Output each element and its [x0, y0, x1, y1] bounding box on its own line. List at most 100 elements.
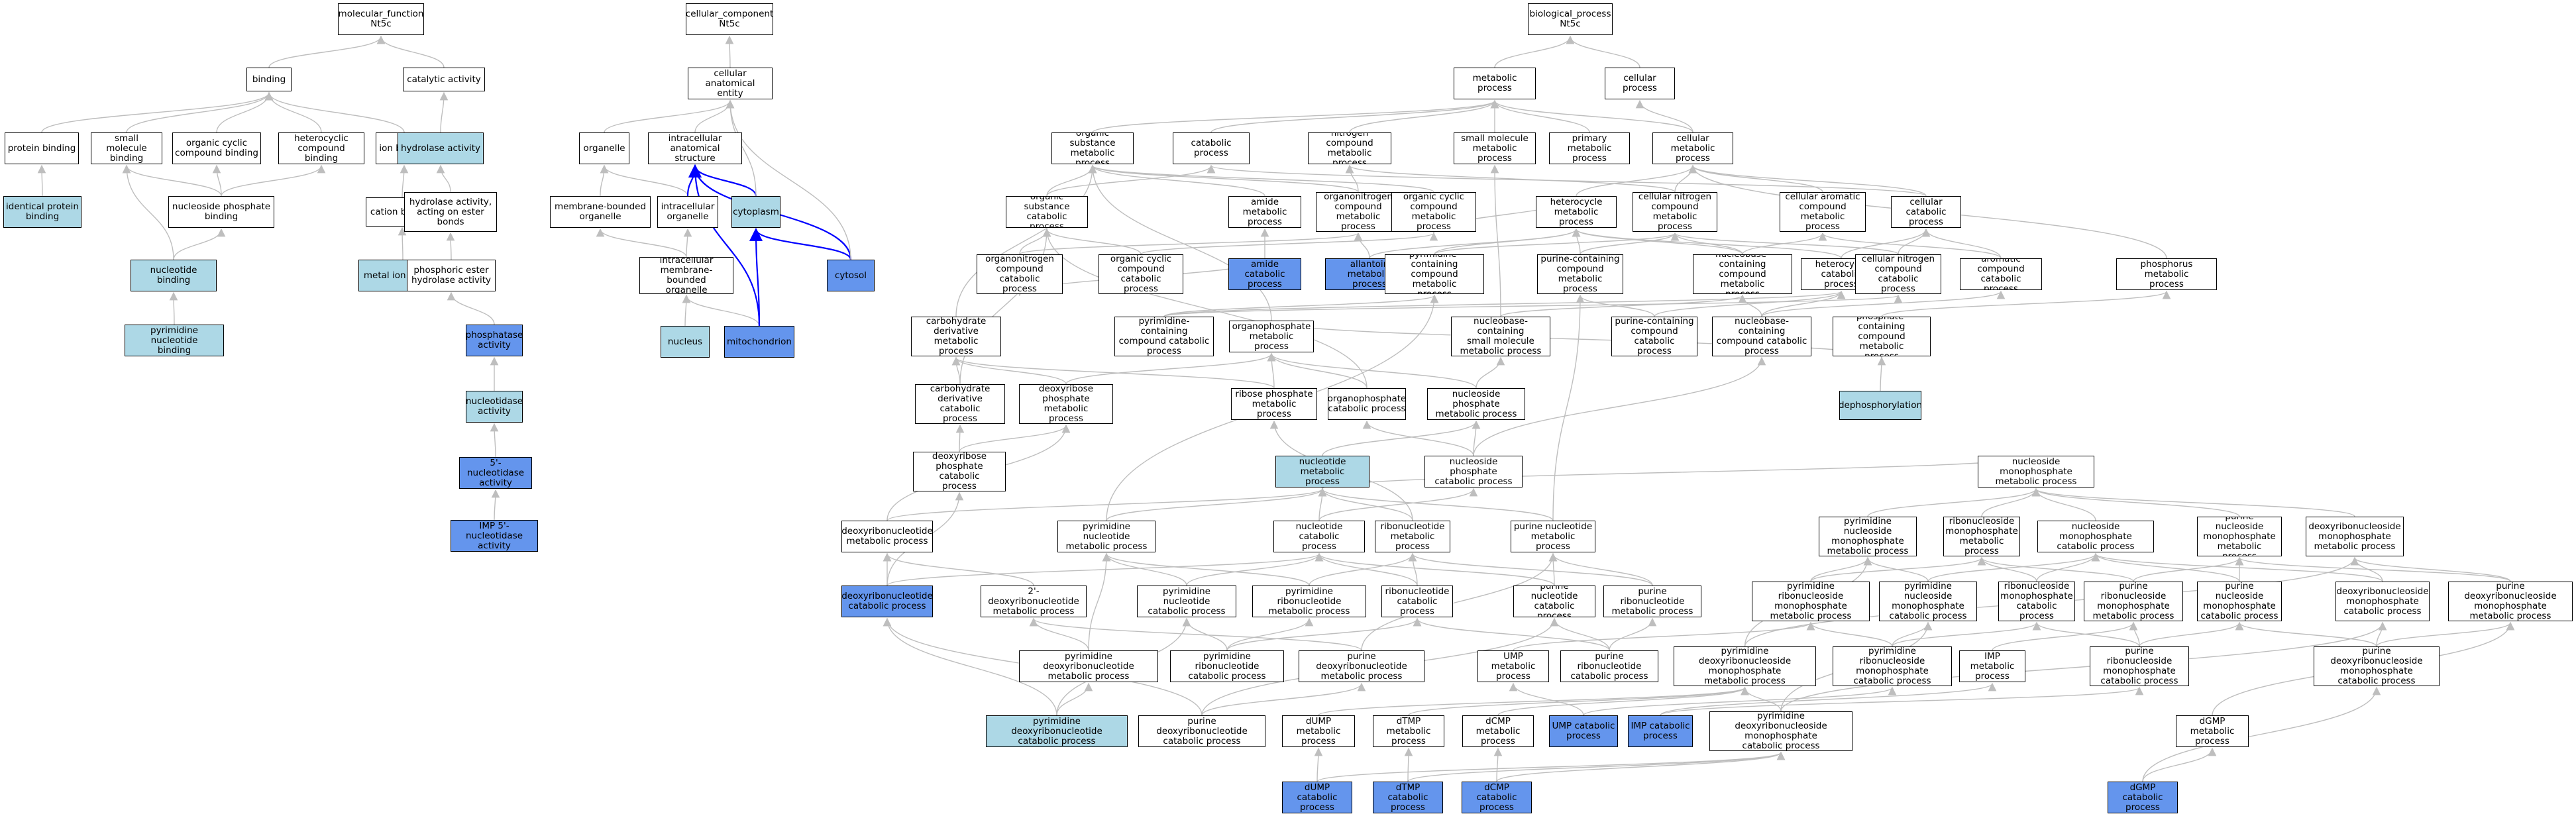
go-term-node-nucbase-cont-met[interactable]: nucleobase-containing compound metabolic… [1693, 254, 1792, 294]
go-term-node-nucbase-small-met[interactable]: nucleobase-containing small molecule met… [1451, 317, 1550, 356]
go-term-node-org-cyclic-met[interactable]: organic cyclic compound metabolic proces… [1391, 192, 1476, 232]
go-term-node-organophos-met[interactable]: organophosphate metabolic process [1229, 321, 1314, 352]
go-term-node-hetero-met[interactable]: heterocycle metabolic process [1536, 196, 1617, 228]
go-term-node-nucleotidase[interactable]: nucleotidase activity [466, 391, 523, 423]
go-term-node-nucbase-cont-cat[interactable]: nucleobase-containing compound catabolic… [1712, 317, 1811, 356]
go-term-node-nucleotide-cat[interactable]: nucleotide catabolic process [1273, 521, 1365, 552]
go-term-node-org-cyclic-cat[interactable]: organic cyclic compound catabolic proces… [1099, 254, 1183, 294]
go-term-node-pyr-deoxyribonucleoside-mono-met[interactable]: pyrimidine deoxyribonucleoside monophosp… [1674, 646, 1816, 686]
go-term-node-pur-ribonucleotide-met[interactable]: purine ribonucleotide metabolic process [1603, 586, 1701, 617]
go-term-node-cell-met[interactable]: cellular metabolic process [1652, 132, 1733, 164]
go-term-node-identical-protein[interactable]: identical protein binding [3, 196, 81, 228]
go-term-node-cellular-proc[interactable]: cellular process [1605, 68, 1675, 99]
go-term-node-pyr-nucleoside-mono-met[interactable]: pyrimidine nucleoside monophosphate meta… [1819, 517, 1917, 556]
go-term-node-hydrolase-ester[interactable]: hydrolase activity, acting on ester bond… [404, 192, 497, 232]
go-term-node-ribose-phos-met[interactable]: ribose phosphate metabolic process [1231, 388, 1317, 420]
go-term-node-pur-deoxyribonucleotide-cat[interactable]: purine deoxyribonucleotide catabolic pro… [1138, 715, 1265, 747]
go-term-node-small-mol-binding[interactable]: small molecule binding [91, 132, 162, 164]
go-term-node-pyr-nucleotide-cat[interactable]: pyrimidine nucleotide catabolic process [1137, 586, 1236, 617]
go-term-node-cell-nitrogen-cat[interactable]: cellular nitrogen compound catabolic pro… [1855, 254, 1941, 294]
go-term-node-pur-ribonucleoside-mono-cat[interactable]: purine ribonucleoside monophosphate cata… [2090, 646, 2189, 686]
go-term-node-organonitrogen-cat[interactable]: organonitrogen compound catabolic proces… [977, 254, 1063, 294]
go-term-node-pyr-ribonucleotide-cat[interactable]: pyrimidine ribonucleotide catabolic proc… [1170, 650, 1284, 682]
go-term-node-carb-deriv-cat[interactable]: carbohydrate derivative catabolic proces… [915, 384, 1005, 424]
go-term-node-ump-met[interactable]: UMP metabolic process [1477, 650, 1549, 682]
go-term-node-pur-deoxyribonucleoside-mono-met[interactable]: purine deoxyribonucleoside monophosphate… [2448, 582, 2573, 621]
go-term-node-organophos-cat[interactable]: organophosphate catabolic process [1328, 388, 1406, 420]
go-term-node-carb-deriv-met[interactable]: carbohydrate derivative metabolic proces… [911, 317, 1001, 356]
go-term-node-nucleotide-met[interactable]: nucleotide metabolic process [1275, 456, 1369, 487]
go-term-node-pur-nucleotide-met[interactable]: purine nucleotide metabolic process [1511, 521, 1595, 552]
go-term-node-org-cyclic-binding[interactable]: organic cyclic compound binding [172, 132, 261, 164]
go-term-node-nucleotide-binding[interactable]: nucleotide binding [131, 260, 217, 291]
go-term-node-nucleoside-mono-cat[interactable]: nucleoside monophosphate catabolic proce… [2037, 521, 2154, 552]
go-term-node-mitochondrion[interactable]: mitochondrion [724, 326, 794, 358]
go-term-node-nucleoside-mono-met[interactable]: nucleoside monophosphate metabolic proce… [1978, 456, 2094, 487]
go-term-node-pyr-deoxyribonucleotide-met[interactable]: pyrimidine deoxyribonucleotide metabolic… [1019, 650, 1158, 682]
go-term-node-amide-cat[interactable]: amide catabolic process [1228, 258, 1301, 290]
go-term-node-org-subst-cat[interactable]: organic substance catabolic process [1006, 196, 1088, 228]
go-term-node-ump-cat[interactable]: UMP catabolic process [1549, 715, 1618, 747]
go-term-node-pyr-nucleotide-met[interactable]: pyrimidine nucleotide metabolic process [1057, 521, 1155, 552]
go-term-node-nucleus[interactable]: nucleus [661, 326, 710, 358]
go-term-node-ribonucleoside-mono-met[interactable]: ribonucleoside monophosphate metabolic p… [1943, 517, 2020, 556]
go-term-node-cc-root[interactable]: cellular_component Nt5c [686, 3, 773, 35]
go-term-node-deoxyribonucleotide-cat[interactable]: deoxyribonucleotide catabolic process [841, 586, 933, 617]
go-term-node-imp5[interactable]: IMP 5'-nucleotidase activity [451, 520, 538, 552]
go-term-node-deoxyribonucleotide-met[interactable]: deoxyribonucleotide metabolic process [841, 521, 933, 552]
go-term-node-nt5[interactable]: 5'-nucleotidase activity [459, 457, 532, 489]
go-term-node-nitrogen-met[interactable]: nitrogen compound metabolic process [1308, 132, 1391, 164]
go-term-node-phosphorus-met[interactable]: phosphorus metabolic process [2116, 258, 2217, 290]
go-term-node-dtmp-met[interactable]: dTMP metabolic process [1373, 715, 1444, 747]
go-term-node-cell-arom-met[interactable]: cellular aromatic compound metabolic pro… [1780, 192, 1866, 232]
go-term-node-dgmp-met[interactable]: dGMP metabolic process [2176, 715, 2249, 747]
go-term-node-dump-cat[interactable]: dUMP catabolic process [1282, 782, 1352, 813]
go-term-node-dephos[interactable]: dephosphorylation [1839, 391, 1921, 420]
go-term-node-hetero-binding[interactable]: heterocyclic compound binding [278, 132, 364, 164]
go-term-node-nuc-phos-cat[interactable]: nucleoside phosphate catabolic process [1424, 456, 1523, 487]
go-term-node-ribonucleotide-cat[interactable]: ribonucleotide catabolic process [1381, 586, 1453, 617]
go-term-node-org-subst-met[interactable]: organic substance metabolic process [1051, 132, 1134, 164]
go-term-node-primary-met[interactable]: primary metabolic process [1549, 132, 1630, 164]
go-term-node-pur-cont-cat[interactable]: purine-containing compound catabolic pro… [1611, 317, 1697, 356]
go-term-node-binding[interactable]: binding [246, 68, 292, 91]
go-term-node-pur-nucleoside-mono-cat[interactable]: purine nucleoside monophosphate cataboli… [2197, 582, 2282, 621]
go-term-node-cytosol[interactable]: cytosol [827, 260, 875, 291]
go-term-node-cell-cat[interactable]: cellular catabolic process [1891, 196, 1961, 228]
go-term-node-pur-deoxyribonucleoside-mono-cat[interactable]: purine deoxyribonucleoside monophosphate… [2314, 646, 2440, 686]
go-term-node-imp-met[interactable]: IMP metabolic process [1959, 650, 2025, 682]
go-term-node-dcmp-cat[interactable]: dCMP catabolic process [1462, 782, 1532, 813]
go-term-node-imp-cat[interactable]: IMP catabolic process [1628, 715, 1693, 747]
go-term-node-pyr-ribonucleoside-mono-met[interactable]: pyrimidine ribonucleoside monophosphate … [1752, 582, 1870, 621]
go-term-node-pur-nucleoside-mono-met[interactable]: purine nucleoside monophosphate metaboli… [2197, 517, 2282, 556]
go-term-node-arom-cat[interactable]: aromatic compound catabolic process [1960, 258, 2042, 290]
go-term-node-dtmp-cat[interactable]: dTMP catabolic process [1373, 782, 1443, 813]
go-term-node-pur-deoxyribonucleotide-met[interactable]: purine deoxyribonucleotide metabolic pro… [1299, 650, 1424, 682]
go-term-node-pyr-deoxyribonucleoside-mono-cat[interactable]: pyrimidine deoxyribonucleoside monophosp… [1709, 711, 1852, 751]
go-term-node-pur-ribonucleoside-mono-met[interactable]: purine ribonucleoside monophosphate meta… [2084, 582, 2183, 621]
go-term-node-nuc-phos-met[interactable]: nucleoside phosphate metabolic process [1427, 388, 1525, 420]
go-term-node-pyr-cont-met[interactable]: pyrimidine-containing compound metabolic… [1385, 254, 1484, 294]
go-term-node-deoxyribose-phos-met[interactable]: deoxyribose phosphate metabolic process [1019, 384, 1113, 424]
go-term-node-ribonucleotide-met[interactable]: ribonucleotide metabolic process [1375, 521, 1450, 552]
go-term-node-intracell-organelle[interactable]: intracellular organelle [657, 196, 718, 228]
go-term-node-pur-nucleotide-cat[interactable]: purine nucleotide catabolic process [1513, 586, 1595, 617]
go-term-node-pyr-cont-cat[interactable]: pyrimidine-containing compound catabolic… [1114, 317, 1214, 356]
go-term-node-phosphatase[interactable]: phosphatase activity [466, 325, 523, 356]
go-term-node-small-mol-met[interactable]: small molecule metabolic process [1454, 132, 1536, 164]
go-term-node-mf-root[interactable]: molecular_function Nt5c [338, 3, 424, 35]
go-term-node-metabolic[interactable]: metabolic process [1454, 68, 1536, 99]
go-term-node-deoxyribonucleoside-mono-met[interactable]: deoxyribonucleoside monophosphate metabo… [2306, 517, 2404, 556]
go-term-node-intracell-mem-org[interactable]: intracellular membrane-bounded organelle [639, 257, 733, 294]
go-term-node-pyr-deoxyribonucleotide-cat[interactable]: pyrimidine deoxyribonucleotide catabolic… [986, 715, 1128, 747]
go-term-node-amide-met[interactable]: amide metabolic process [1228, 196, 1301, 228]
go-term-node-catabolic[interactable]: catabolic process [1173, 132, 1250, 164]
go-term-node-phos-ester[interactable]: phosphoric ester hydrolase activity [407, 260, 496, 291]
go-term-node-hydrolase[interactable]: hydrolase activity [398, 132, 484, 164]
go-term-node-bp-root[interactable]: biological_process Nt5c [1528, 3, 1613, 35]
go-term-node-cytoplasm[interactable]: cytoplasm [731, 196, 780, 228]
go-term-node-deoxyribonucleoside-mono-cat[interactable]: deoxyribonucleoside monophosphate catabo… [2335, 582, 2430, 621]
go-term-node-dump-met[interactable]: dUMP metabolic process [1282, 715, 1355, 747]
go-term-node-ribonucleoside-mono-cat[interactable]: ribonucleoside monophosphate catabolic p… [1998, 582, 2075, 621]
go-term-node-protein-binding[interactable]: protein binding [5, 132, 79, 164]
